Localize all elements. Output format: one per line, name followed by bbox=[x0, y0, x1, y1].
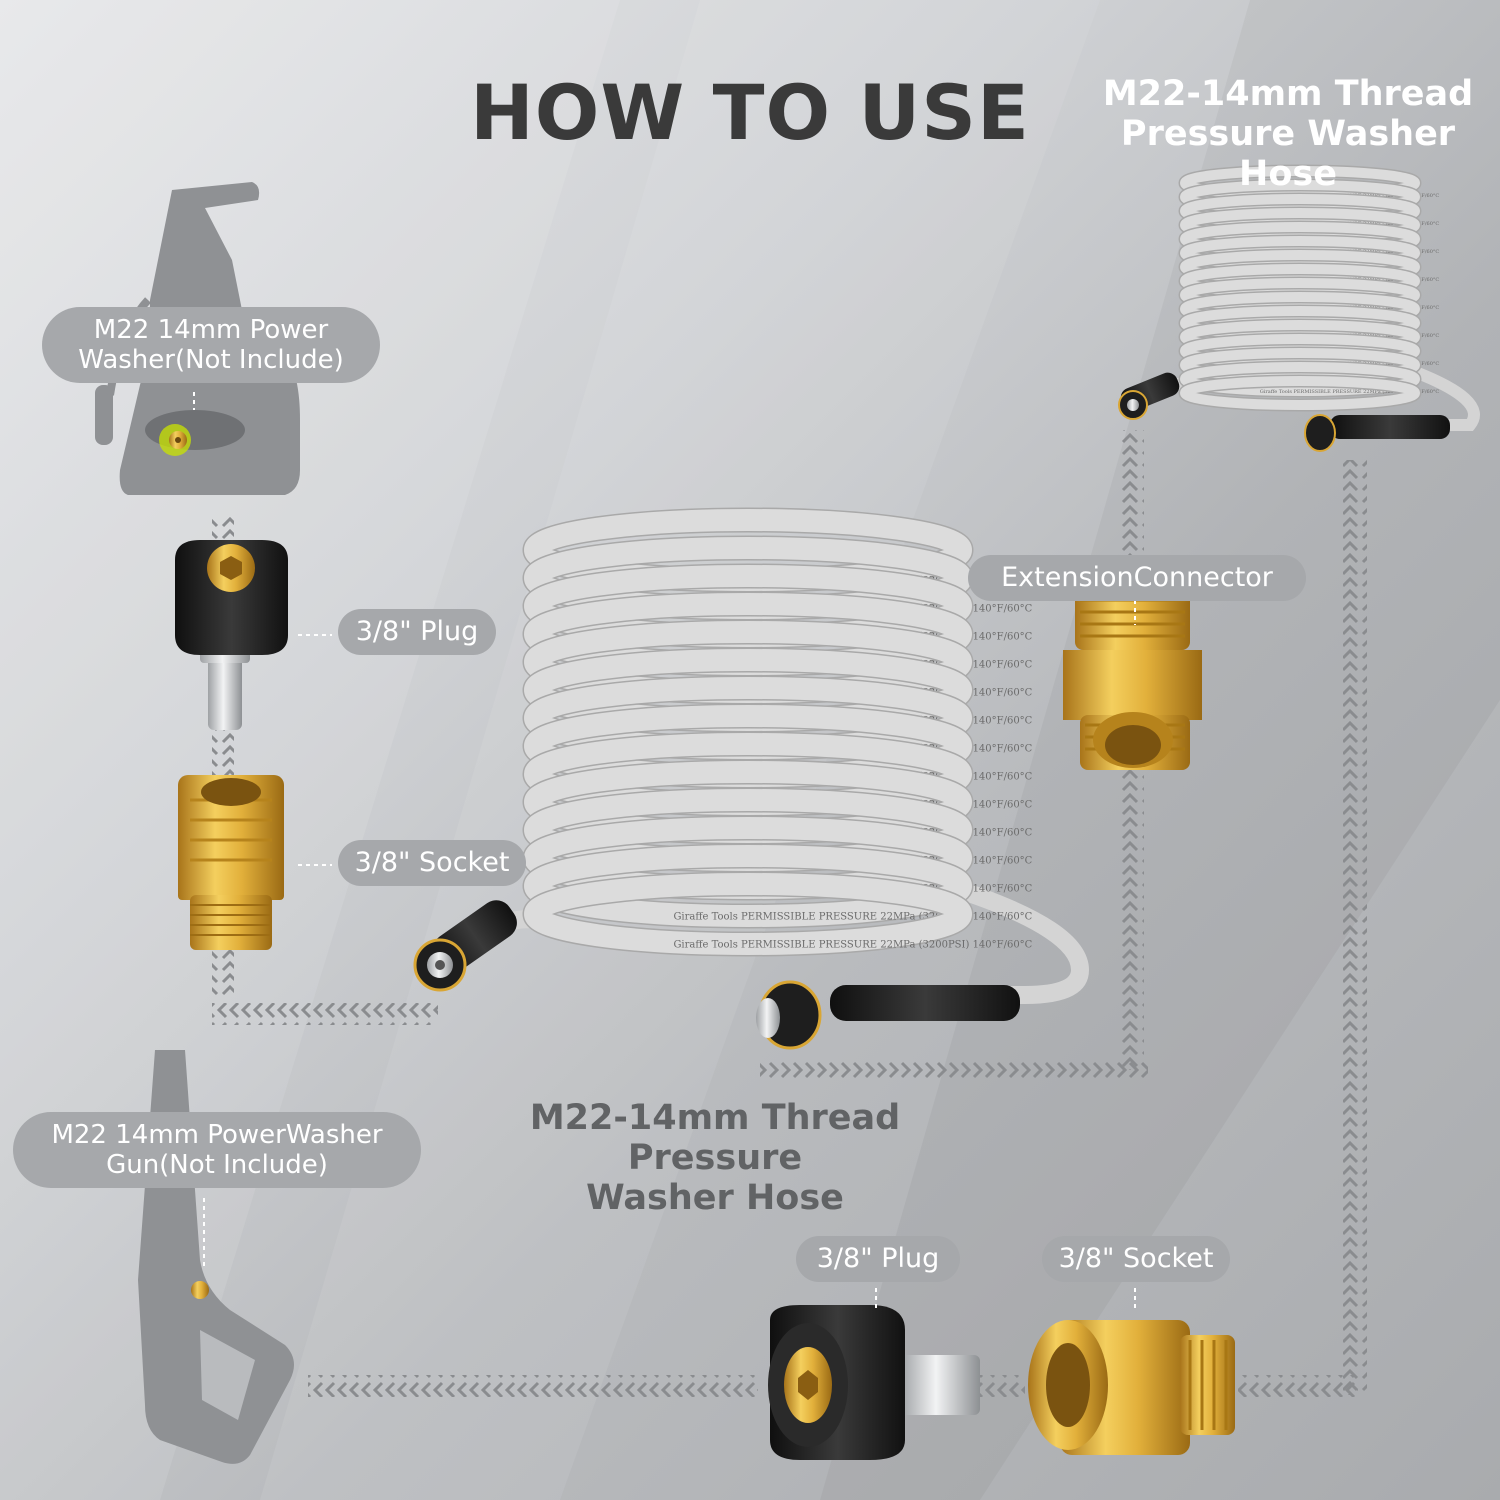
label-extension-text: ExtensionConnector bbox=[1001, 562, 1273, 593]
hose-print-text: Giraffe Tools PERMISSIBLE PRESSURE 22MPa… bbox=[1260, 388, 1440, 395]
label-power-washer-line2: Washer(Not Include) bbox=[78, 345, 344, 375]
hose-loop-outline bbox=[1180, 376, 1420, 410]
label-socket-left: 3/8" Socket bbox=[338, 840, 526, 886]
coiled-hose-icon: Giraffe Tools PERMISSIBLE PRESSURE 22MPa… bbox=[413, 507, 1090, 1050]
label-extension-connector: ExtensionConnector bbox=[968, 555, 1306, 601]
m22-plug-fitting-icon-bottom bbox=[768, 1305, 980, 1460]
center-product-title: M22-14mm Thread Pressure Washer Hose bbox=[440, 1098, 990, 1218]
m22-plug-fitting-icon bbox=[175, 540, 288, 730]
top-right-title-line1: M22-14mm Thread bbox=[1102, 74, 1474, 114]
center-title-line2: Washer Hose bbox=[586, 1178, 844, 1218]
label-plug-left-text: 3/8" Plug bbox=[355, 616, 479, 647]
quick-connect-socket-icon bbox=[178, 775, 284, 950]
label-plug-left: 3/8" Plug bbox=[338, 609, 496, 655]
page-title: HOW TO USE bbox=[470, 68, 1030, 157]
label-plug-bottom-text: 3/8" Plug bbox=[816, 1243, 940, 1274]
label-spray-gun-line1: M22 14mm PowerWasher bbox=[51, 1120, 383, 1150]
label-socket-bottom: 3/8" Socket bbox=[1042, 1236, 1230, 1282]
center-title-line1: M22-14mm Thread Pressure bbox=[529, 1098, 901, 1178]
label-power-washer: M22 14mm Power Washer(Not Include) bbox=[42, 307, 380, 383]
hose-loop-outline bbox=[1180, 362, 1420, 396]
label-socket-bottom-text: 3/8" Socket bbox=[1058, 1243, 1214, 1274]
label-power-washer-line1: M22 14mm Power bbox=[93, 315, 329, 345]
label-spray-gun-line2: Gun(Not Include) bbox=[106, 1150, 328, 1180]
hose-loop-outline bbox=[524, 845, 972, 927]
label-plug-bottom: 3/8" Plug bbox=[796, 1236, 960, 1282]
top-right-title-line2: Pressure Washer Hose bbox=[1120, 114, 1456, 194]
label-socket-left-text: 3/8" Socket bbox=[354, 847, 510, 878]
pointer-lines bbox=[193, 392, 1136, 1310]
extension-connector-icon bbox=[1063, 590, 1202, 770]
hose-print-text: Giraffe Tools PERMISSIBLE PRESSURE 22MPa… bbox=[673, 940, 1032, 951]
quick-connect-socket-icon-bottom bbox=[1028, 1320, 1235, 1455]
label-spray-gun: M22 14mm PowerWasher Gun(Not Include) bbox=[13, 1112, 421, 1188]
coiled-hose-icon-small: Giraffe Tools PERMISSIBLE PRESSURE 22MPa… bbox=[1118, 164, 1480, 452]
hose-print-text: Giraffe Tools PERMISSIBLE PRESSURE 22MPa… bbox=[673, 912, 1032, 923]
top-right-product-title: M22-14mm Thread Pressure Washer Hose bbox=[1080, 74, 1496, 194]
hose-loop-outline bbox=[524, 873, 972, 955]
